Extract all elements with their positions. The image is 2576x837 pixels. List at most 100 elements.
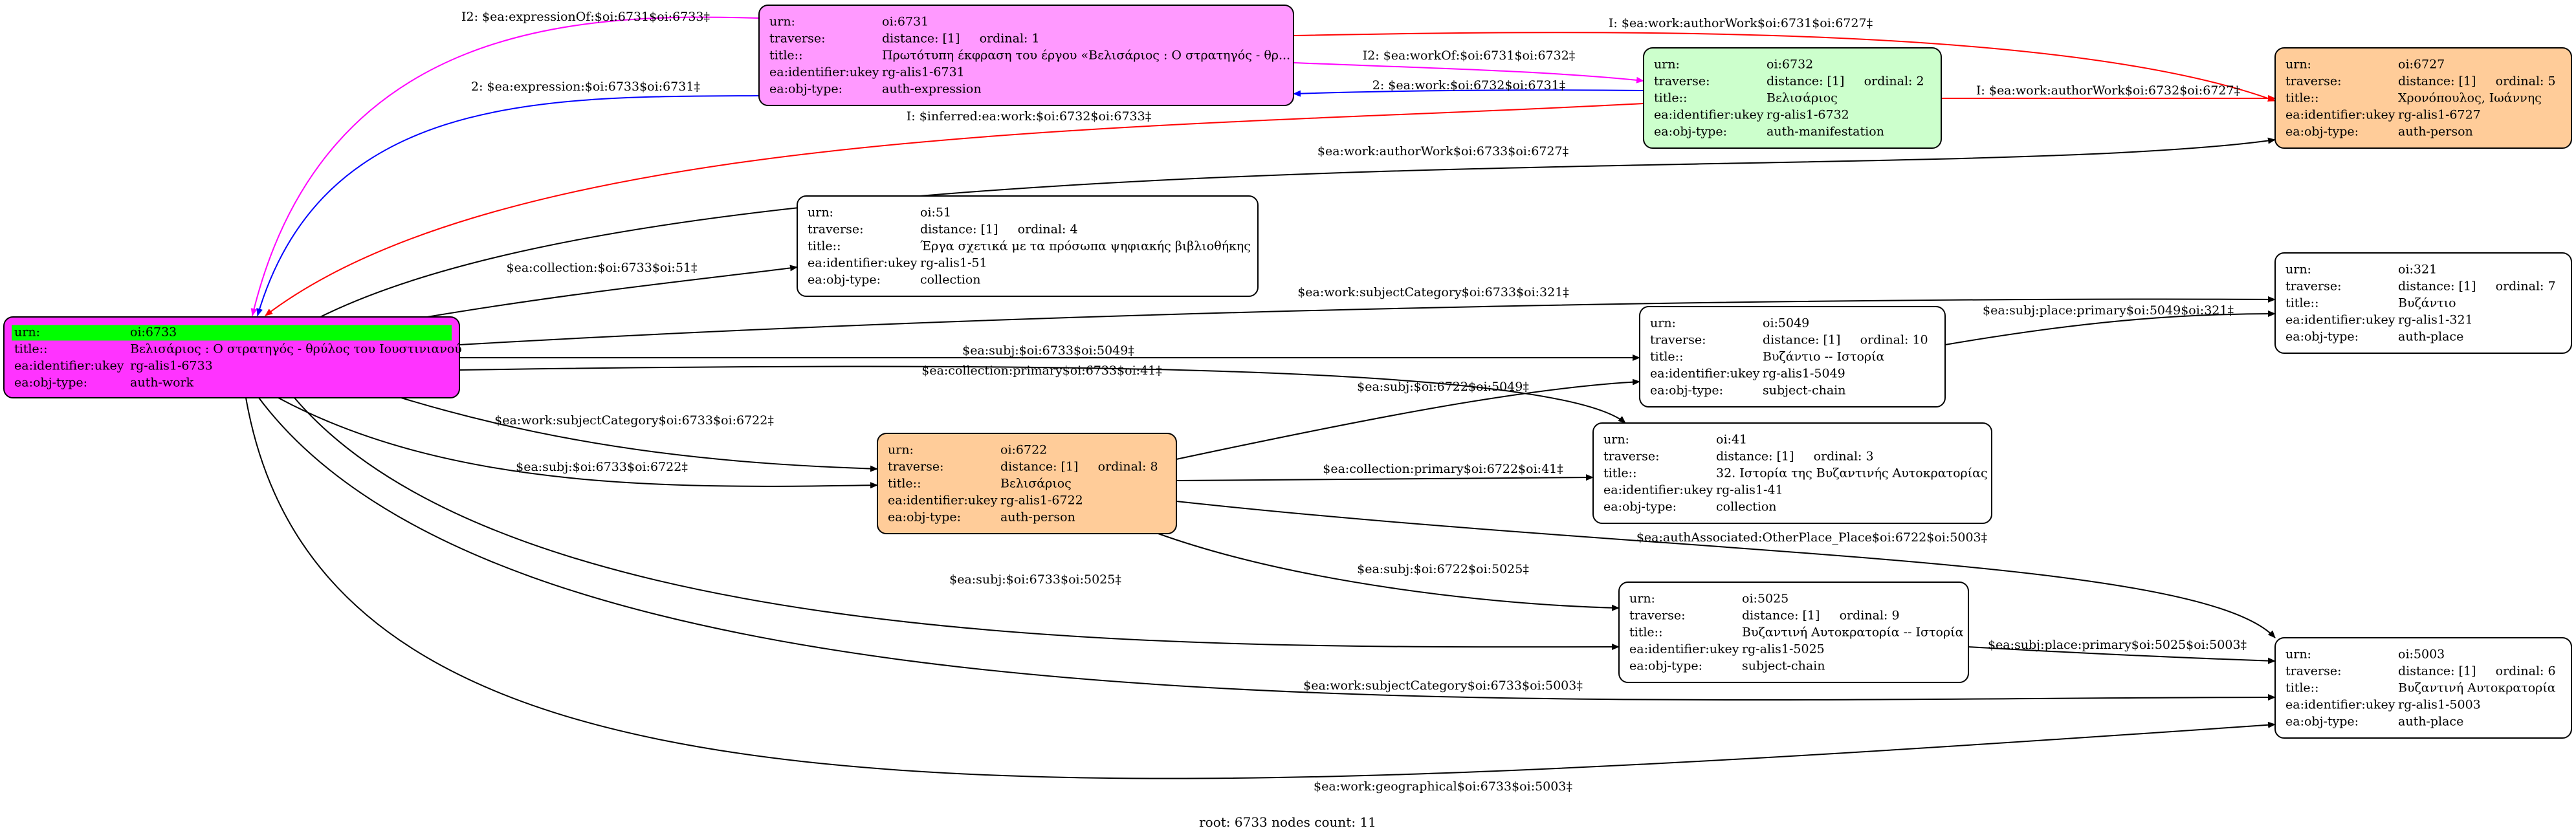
node-field-value: rg-alis1-5049 <box>1763 367 1845 381</box>
edge-label-e1: I2: $ea:expressionOf:$oi:6731$oi:6733‡ <box>461 10 710 24</box>
edge-e7 <box>265 103 1644 316</box>
edge-label-e22: $ea:work:subjectCategory$oi:6733$oi:5003… <box>1303 679 1583 693</box>
node-field-key: ea:obj-type: <box>2285 330 2359 344</box>
node-box <box>877 433 1177 534</box>
node-field-key: title:: <box>2285 681 2318 695</box>
edge-e8 <box>320 137 2276 318</box>
node-field-value: subject-chain <box>1742 659 1825 673</box>
node-field-value: distance: [1] ordinal: 9 <box>1742 609 1900 623</box>
edge-e1 <box>250 16 760 316</box>
node-field-key: urn: <box>1629 592 1655 606</box>
node-field-key: title:: <box>888 477 921 491</box>
node-field-key: ea:identifier:ukey <box>1603 483 1713 497</box>
node-field-key: traverse: <box>808 223 864 237</box>
edge-e17 <box>1176 474 1594 481</box>
node-field-value: rg-alis1-51 <box>920 256 987 270</box>
node-field-key: ea:obj-type: <box>1629 659 1702 673</box>
edge-e9 <box>426 265 798 318</box>
edge-e14 <box>1176 378 1640 460</box>
node-field-key: ea:identifier:ukey <box>2285 698 2395 712</box>
edge-e12 <box>1944 310 2276 345</box>
footer-caption: root: 6733 nodes count: 11 <box>1199 814 1376 830</box>
node-field-value: oi:41 <box>1716 433 1747 447</box>
node-field-value: oi:321 <box>2398 263 2437 277</box>
node-field-key: traverse: <box>1650 333 1706 347</box>
node-field-value: auth-expression <box>882 82 982 96</box>
node-field-key: title:: <box>2285 296 2318 310</box>
root-highlight <box>12 325 452 341</box>
edge-label-e23: $ea:work:geographical$oi:6733$oi:5003‡ <box>1314 779 1572 794</box>
node-field-value: distance: [1] ordinal: 7 <box>2398 279 2556 294</box>
node-field-value: Χρονόπουλος, Ιωάννης <box>2398 91 2542 105</box>
node-field-key: ea:identifier:ukey <box>769 65 879 80</box>
node-field-key: traverse: <box>888 460 944 474</box>
node-field-value: auth-work <box>130 376 194 390</box>
node-field-value: auth-person <box>1000 510 1075 525</box>
node-field-key: urn: <box>2285 263 2311 277</box>
node-field-key: urn: <box>2285 58 2311 72</box>
node-field-value: 32. Ιστορία της Βυζαντινής Αυτοκρατορίας <box>1716 466 1988 481</box>
edge-label-e15: $ea:work:subjectCategory$oi:6733$oi:6722… <box>494 413 774 428</box>
node-field-value: oi:5049 <box>1763 316 1809 331</box>
edge-label-e21: $ea:subj:place:primary$oi:5025$oi:5003‡ <box>1988 638 2247 652</box>
node-field-value: oi:5025 <box>1742 592 1789 606</box>
node-field-value: Βελισάριος : Ο στρατηγός - θρύλος του Ιο… <box>130 342 462 356</box>
node-field-value: oi:6727 <box>2398 58 2445 72</box>
node-field-key: title:: <box>1650 350 1683 364</box>
edge-label-e17: $ea:collection:primary$oi:6722$oi:41‡ <box>1323 462 1563 476</box>
node-field-value: rg-alis1-41 <box>1716 483 1783 497</box>
node-field-value: rg-alis1-5003 <box>2398 698 2481 712</box>
node-field-value: auth-place <box>2398 330 2463 344</box>
node-box <box>1592 422 1992 524</box>
node-box <box>2274 252 2572 354</box>
node-field-value: oi:6733 <box>130 325 177 340</box>
node-field-value: Βυζαντινή Αυτοκρατορία -- Ιστορία <box>1742 625 1964 640</box>
edge-e15 <box>401 397 878 472</box>
node-field-value: distance: [1] ordinal: 1 <box>882 32 1040 46</box>
edge-e13 <box>459 365 1626 424</box>
node-field-value: rg-alis1-6731 <box>882 65 965 80</box>
edge-label-e2: 2: $ea:expression:$oi:6733$oi:6731‡ <box>471 80 700 94</box>
node-field-key: urn: <box>888 443 914 457</box>
node-field-key: urn: <box>1654 58 1680 72</box>
node-field-value: rg-alis1-6733 <box>130 359 213 373</box>
node-field-key: urn: <box>1603 433 1629 447</box>
node-field-key: traverse: <box>1603 450 1660 464</box>
node-field-key: ea:obj-type: <box>769 82 842 96</box>
edge-label-e9: $ea:collection:$oi:6733$oi:51‡ <box>506 261 697 275</box>
edge-label-e12: $ea:subj:place:primary$oi:5049$oi:321‡ <box>1983 303 2234 318</box>
edge-label-e10: $ea:work:subjectCategory$oi:6733$oi:321‡ <box>1297 285 1569 299</box>
edge-e16 <box>278 397 878 489</box>
node-field-key: traverse: <box>2285 74 2342 89</box>
node-oi-5025[interactable]: urn: oi:5025 traverse: distance: [1] ordina… <box>1618 582 1969 683</box>
node-field-key: ea:obj-type: <box>14 376 87 390</box>
edge-e4 <box>1293 62 1644 83</box>
node-field-value: Βυζάντιο <box>2398 296 2456 310</box>
node-field-key: ea:identifier:ukey <box>2285 313 2395 327</box>
node-field-value: distance: [1] ordinal: 8 <box>1000 460 1158 474</box>
node-field-value: Βυζάντιο -- Ιστορία <box>1763 350 1885 364</box>
node-field-value: Έργα σχετικά με τα πρόσωπα ψηφιακής βιβλ… <box>920 239 1251 254</box>
edge-label-e3: I: $ea:work:authorWork$oi:6731$oi:6727‡ <box>1609 16 1873 30</box>
edge-e2 <box>256 95 760 316</box>
node-field-key: traverse: <box>1629 609 1686 623</box>
edge-e22 <box>258 397 2276 701</box>
node-field-value: Βυζαντινή Αυτοκρατορία <box>2398 681 2556 695</box>
edge-e5 <box>1293 89 1644 97</box>
edge-label-e13: $ea:collection:primary$oi:6733$oi:41‡ <box>921 364 1162 378</box>
node-field-key: title:: <box>808 239 841 254</box>
node-field-value: collection <box>920 273 981 287</box>
edge-label-e16: $ea:subj:$oi:6733$oi:6722‡ <box>516 460 688 474</box>
